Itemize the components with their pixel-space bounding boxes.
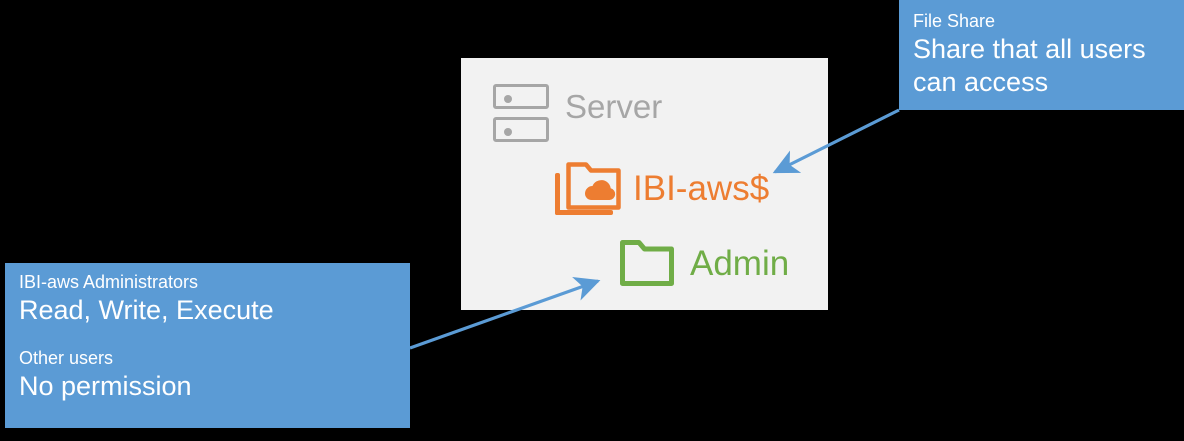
- server-led-top: [504, 95, 512, 103]
- file-share-detail: Share that all users can access: [913, 34, 1146, 97]
- other-users-detail: No permission: [19, 371, 192, 401]
- admin-label: Admin: [690, 243, 790, 283]
- permissions-group-detail: Read, Write, Execute: [19, 295, 274, 325]
- share-label: IBI-aws$: [633, 168, 770, 208]
- server-icon: [493, 84, 549, 144]
- server-title: Server: [565, 88, 663, 125]
- server-bay-bottom: [493, 117, 549, 142]
- other-users-heading: Other users: [19, 348, 114, 368]
- callout-spacer: [19, 327, 410, 347]
- folder-stack-back-left: [555, 173, 560, 215]
- share-item[interactable]: IBI-aws$: [555, 160, 769, 216]
- permissions-group-heading: IBI-aws Administrators: [19, 272, 199, 292]
- file-share-heading: File Share: [913, 11, 996, 31]
- file-share-callout: File Share Share that all users can acce…: [899, 0, 1184, 110]
- folder-glyph: [620, 240, 674, 286]
- server-panel: Server IBI-aws$ Admin: [461, 58, 828, 310]
- folder-stack-back-bottom: [555, 210, 613, 215]
- cloud-folder-stack-icon: [555, 160, 623, 216]
- cloud-folder-glyph: [566, 162, 621, 210]
- folder-icon: [618, 238, 676, 288]
- server-led-bottom: [504, 128, 512, 136]
- admin-item[interactable]: Admin: [618, 238, 789, 288]
- permissions-callout: IBI-aws Administrators Read, Write, Exec…: [5, 263, 410, 428]
- server-bay-top: [493, 84, 549, 109]
